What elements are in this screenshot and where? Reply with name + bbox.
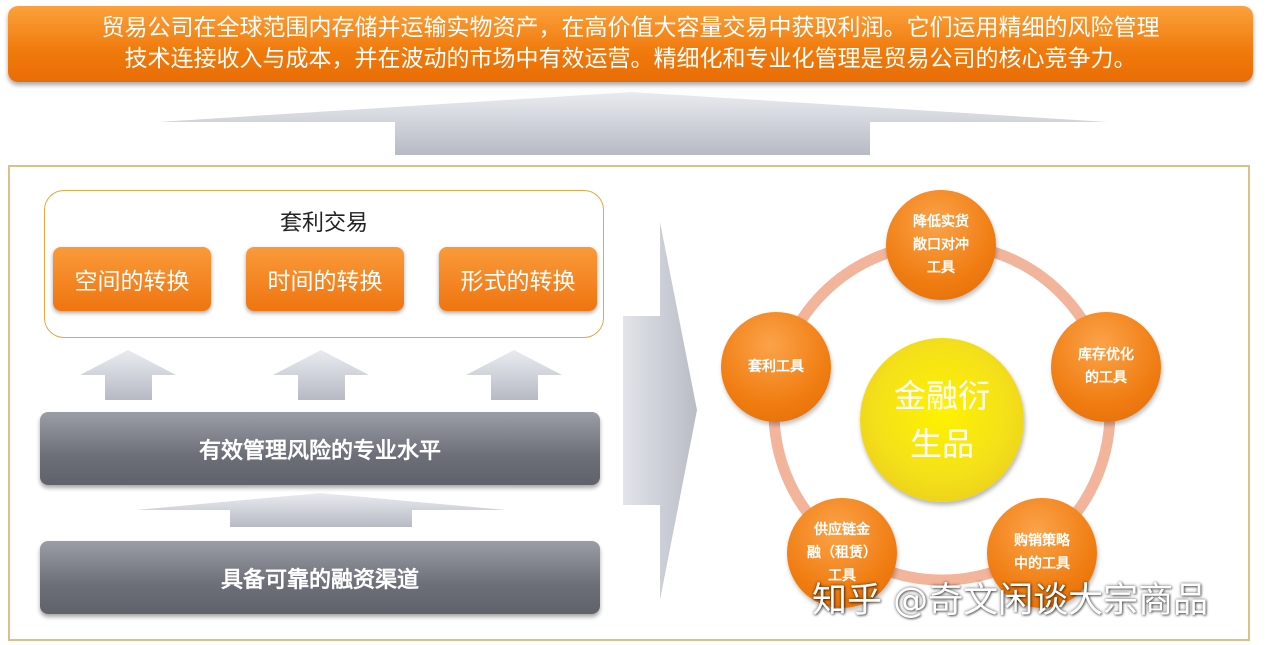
right-arrow (623, 222, 697, 600)
node-purchase-sales: 购销策略中的工具 (987, 498, 1097, 608)
watermark: 知乎 @奇文闲谈大宗商品 (812, 581, 1209, 621)
big-up-arrow (158, 92, 1108, 155)
form-conversion: 形式的转换 (439, 247, 597, 311)
risk-management-bar: 有效管理风险的专业水平 (40, 412, 600, 485)
node-supply-chain: 供应链金融（租赁）工具 (787, 498, 897, 608)
wide-up-arrow (136, 493, 506, 527)
node-hedging: 降低实货敞口对冲工具 (886, 190, 996, 300)
content-frame (8, 165, 1250, 641)
up-arrow-1 (80, 350, 176, 400)
node-arbitrage: 套利工具 (721, 312, 831, 422)
node-inventory: 库存优化的工具 (1051, 312, 1161, 422)
summary-banner: 贸易公司在全球范围内存储并运输实物资产，在高价值大容量交易中获取利润。它们运用精… (8, 6, 1253, 82)
arbitrage-box: 套利交易 空间的转换 时间的转换 形式的转换 (44, 190, 604, 338)
up-arrow-3 (466, 350, 562, 400)
financing-bar: 具备可靠的融资渠道 (40, 541, 600, 614)
arbitrage-title: 套利交易 (279, 211, 368, 236)
center-derivatives: 金融衍生品 (860, 338, 1024, 502)
time-conversion: 时间的转换 (246, 247, 404, 311)
banner-line-1: 贸易公司在全球范围内存储并运输实物资产，在高价值大容量交易中获取利润。它们运用精… (101, 15, 1160, 41)
banner-line-2: 技术连接收入与成本，并在波动的市场中有效运营。精细化和专业化管理是贸易公司的核心… (124, 46, 1137, 72)
space-conversion: 空间的转换 (53, 247, 211, 311)
up-arrow-2 (273, 350, 369, 400)
